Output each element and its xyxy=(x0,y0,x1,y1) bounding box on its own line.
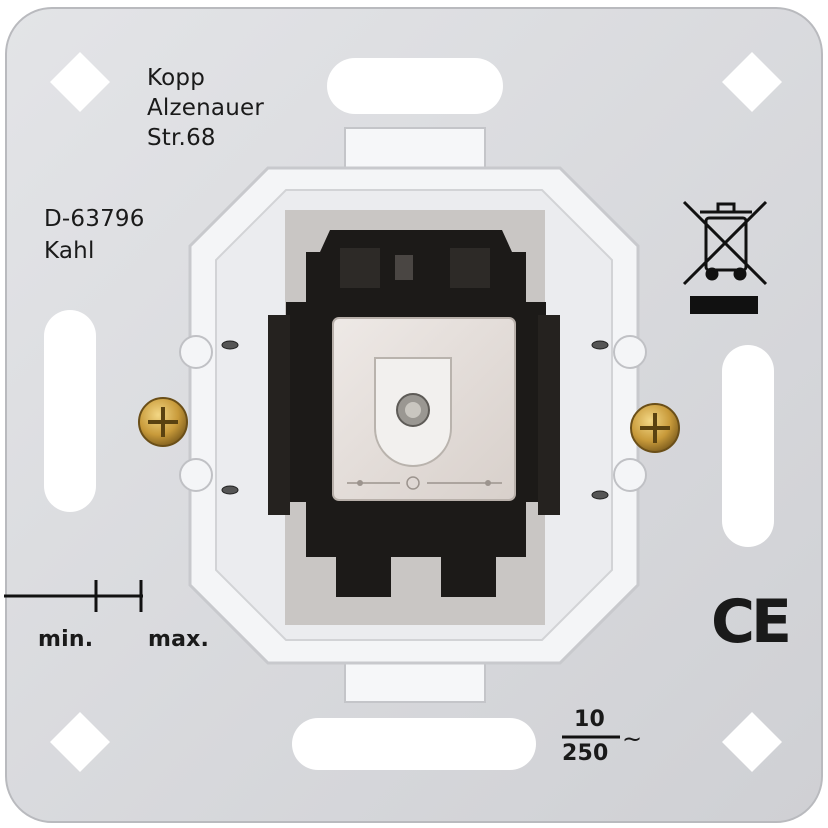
min-max-scale xyxy=(4,580,143,612)
rating-current: 10 xyxy=(574,707,606,732)
weee-bar xyxy=(690,296,758,314)
scale-min-label: min. xyxy=(38,627,94,652)
ac-symbol: ~ xyxy=(622,725,643,753)
mounting-slots xyxy=(44,58,774,770)
address-line-city: Kahl xyxy=(44,238,95,264)
frame-lugs xyxy=(179,335,647,492)
crossed-out-wheelie-bin-icon xyxy=(682,200,768,286)
rivets xyxy=(221,340,609,500)
address-line-street: Alzenauer xyxy=(147,95,265,121)
corner-holes xyxy=(50,52,782,772)
address-line-postcode: D-63796 xyxy=(44,206,145,232)
rating-voltage: 250 xyxy=(562,741,609,766)
address-line-number: Str.68 xyxy=(147,125,216,151)
ce-mark: CE xyxy=(711,587,792,657)
right-screw xyxy=(630,403,680,453)
bottom-tab xyxy=(344,661,486,703)
scale-max-label: max. xyxy=(148,627,210,652)
left-screw xyxy=(138,397,188,447)
top-tab xyxy=(344,127,486,169)
address-line-company: Kopp xyxy=(147,65,206,91)
